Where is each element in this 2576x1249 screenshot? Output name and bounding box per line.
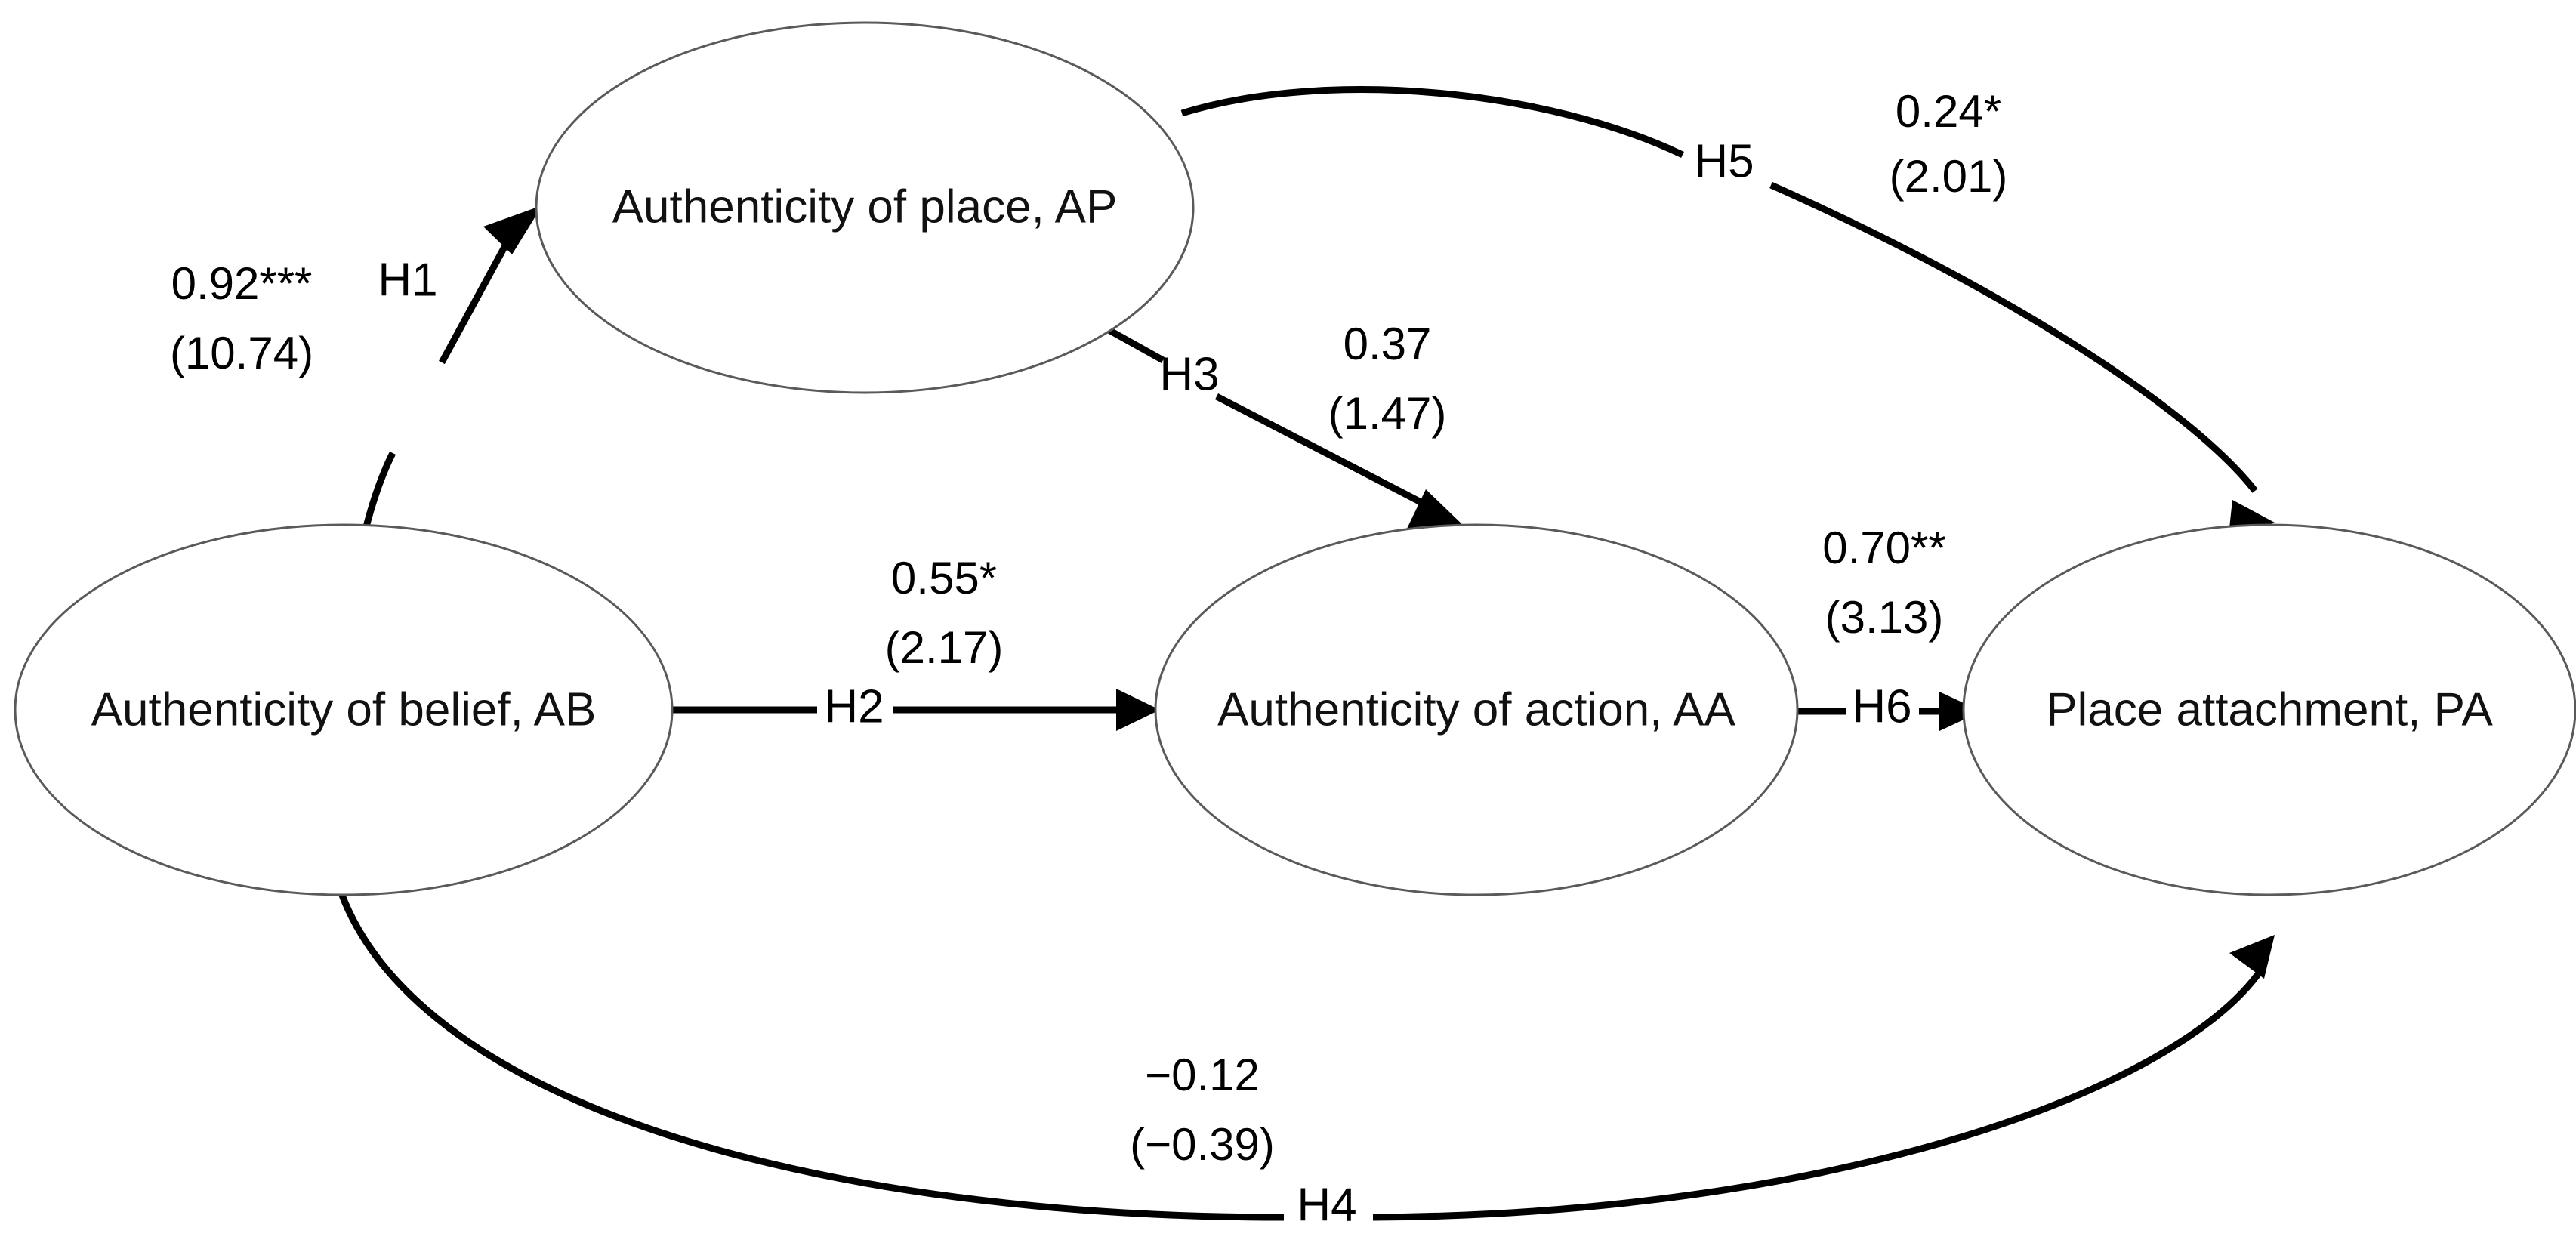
label-hypothesis-h2: H2 (824, 680, 884, 732)
node-ap-label: Authenticity of place, AP (612, 180, 1118, 233)
path-h1-segment-upper (439, 228, 517, 365)
node-pa-ellipse (1962, 523, 2576, 896)
label-coefficient-h3: 0.37 (1344, 319, 1432, 369)
node-ap[interactable]: Authenticity of place, AP (535, 21, 1195, 394)
path-h3-segment-lower (1214, 393, 1433, 510)
path-h3-arrowhead (1406, 489, 1467, 530)
label-tvalue-h6: (3.13) (1825, 592, 1944, 643)
label-tvalue-h1: (10.74) (170, 328, 313, 378)
node-pa-label: Place attachment, PA (2046, 683, 2493, 736)
label-tvalue-h5: (2.01) (1890, 151, 2008, 202)
label-hypothesis-h6: H6 (1852, 680, 1911, 732)
label-tvalue-h2: (2.17) (885, 622, 1004, 673)
label-tvalue-h3: (1.47) (1328, 388, 1447, 439)
path-h6[interactable] (1793, 692, 1982, 731)
path-h4[interactable] (338, 892, 2275, 1221)
node-ap-ellipse (535, 21, 1195, 394)
label-coefficient-h2: 0.55* (891, 553, 997, 603)
node-ab-label: Authenticity of belief, AB (91, 683, 597, 736)
label-coefficient-h1: 0.92*** (171, 258, 313, 309)
path-h2-arrowhead (1116, 689, 1160, 731)
label-hypothesis-h5: H5 (1694, 135, 1754, 187)
label-coefficient-h6: 0.70** (1822, 523, 1945, 573)
label-tvalue-h4: (−0.39) (1130, 1119, 1275, 1170)
path-h1-arrowhead (483, 205, 542, 254)
node-aa-label: Authenticity of action, AA (1217, 683, 1735, 736)
path-h6-arrowhead (1939, 692, 1982, 731)
label-coefficient-h5: 0.24* (1896, 86, 2001, 137)
path-h4-arrowhead (2229, 935, 2275, 979)
path-h3[interactable] (1094, 320, 1467, 530)
node-ab-ellipse (14, 523, 674, 896)
path-h2[interactable] (668, 689, 1160, 731)
path-h5-segment-right (1769, 181, 2258, 493)
path-h5-segment-left (1180, 86, 1684, 159)
node-aa-ellipse (1154, 523, 1799, 896)
node-ab[interactable]: Authenticity of belief, AB (14, 523, 674, 896)
label-hypothesis-h4: H4 (1297, 1179, 1356, 1231)
path-h4-segment-left (338, 892, 1285, 1221)
node-aa[interactable]: Authenticity of action, AA (1154, 523, 1799, 896)
path-h4-segment-right (1372, 972, 2261, 1221)
label-hypothesis-h1: H1 (378, 254, 437, 306)
label-hypothesis-h3: H3 (1159, 348, 1219, 400)
label-coefficient-h4: −0.12 (1145, 1050, 1260, 1100)
node-pa[interactable]: Place attachment, PA (1962, 523, 2576, 896)
